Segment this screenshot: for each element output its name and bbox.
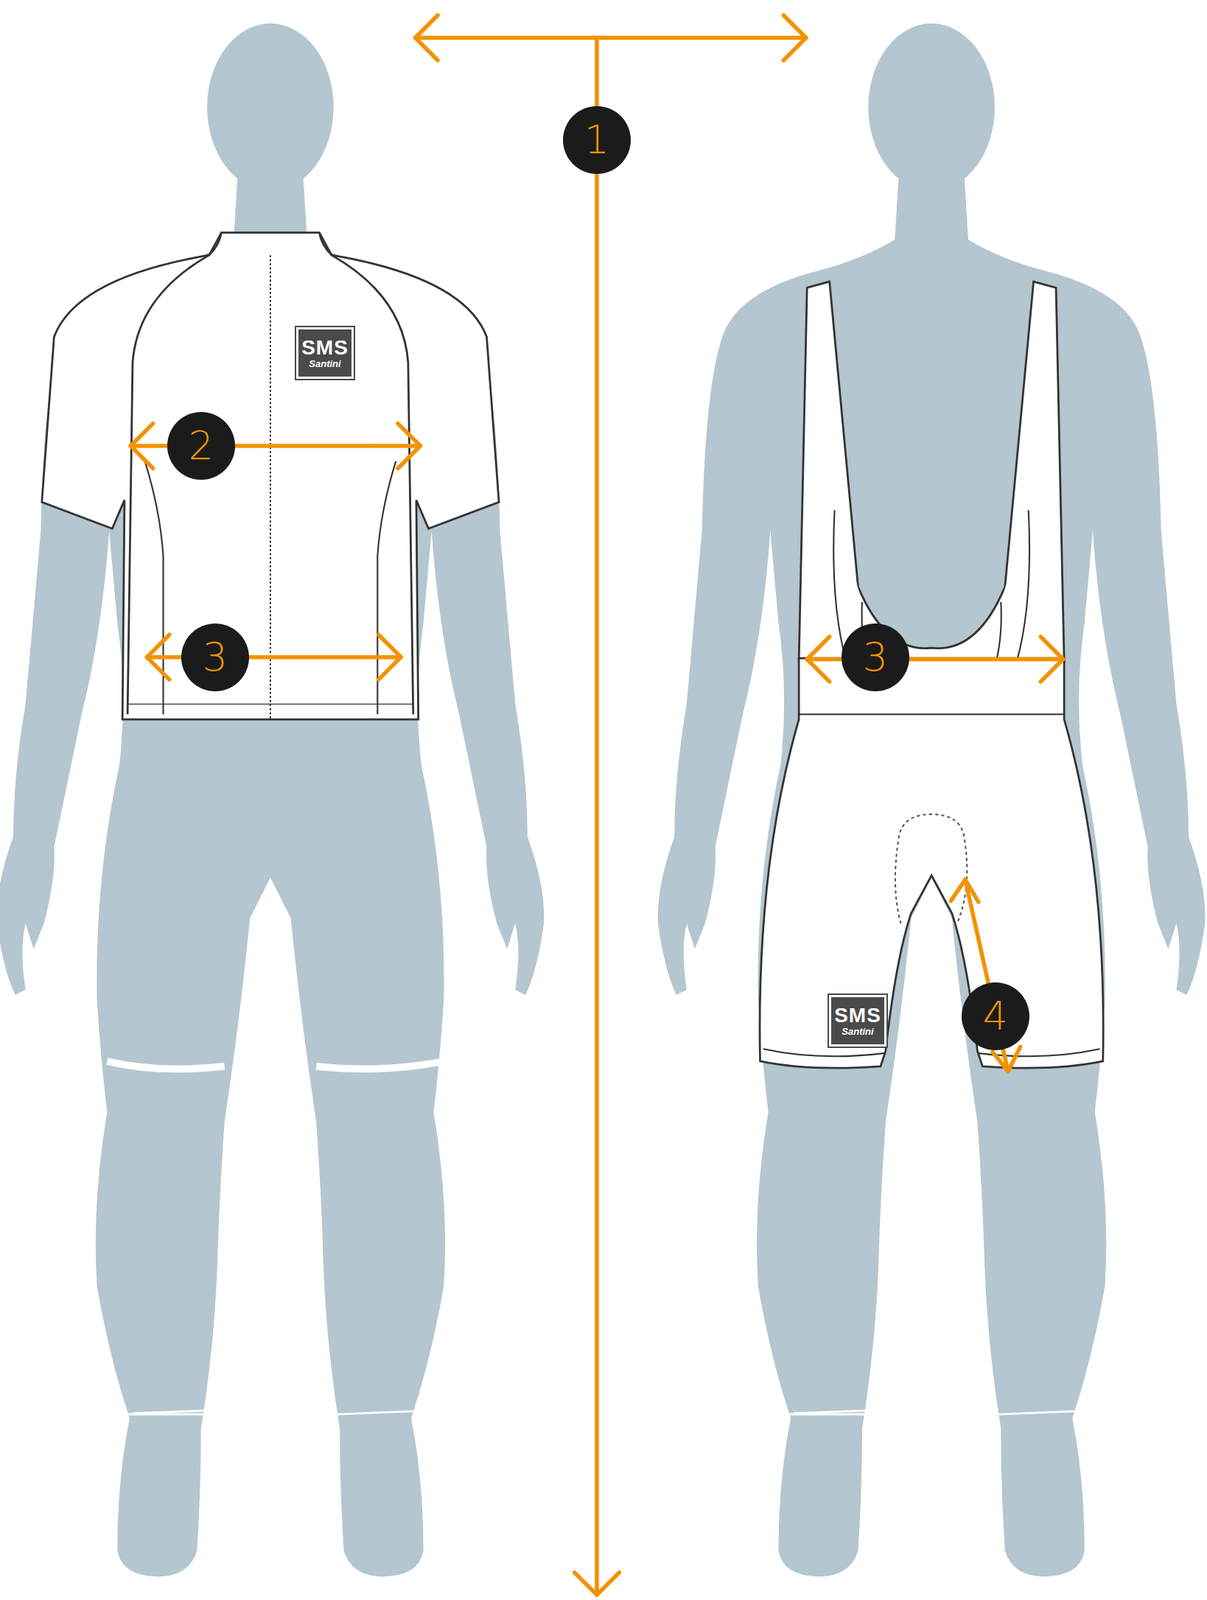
callout-circle: 3 (181, 623, 250, 692)
brand-logo: SMSSantini (296, 327, 354, 379)
logo-wordmark: Santini (841, 1026, 874, 1037)
callout-circle: 4 (961, 982, 1030, 1051)
callout-number: 1 (584, 120, 610, 160)
callout-circle: 1 (562, 106, 631, 174)
callout-number: 4 (982, 996, 1009, 1037)
callout-number: 3 (862, 637, 888, 678)
logo-mark: SMS (834, 1004, 882, 1026)
callout-number: 3 (202, 637, 228, 678)
logo-mark: SMS (301, 336, 349, 359)
brand-logo: SMSSantini (828, 994, 887, 1047)
callout-circle: 2 (167, 411, 236, 480)
callout-circle: 3 (841, 623, 910, 692)
callout-number: 2 (188, 425, 214, 466)
logo-wordmark: Santini (308, 358, 341, 370)
